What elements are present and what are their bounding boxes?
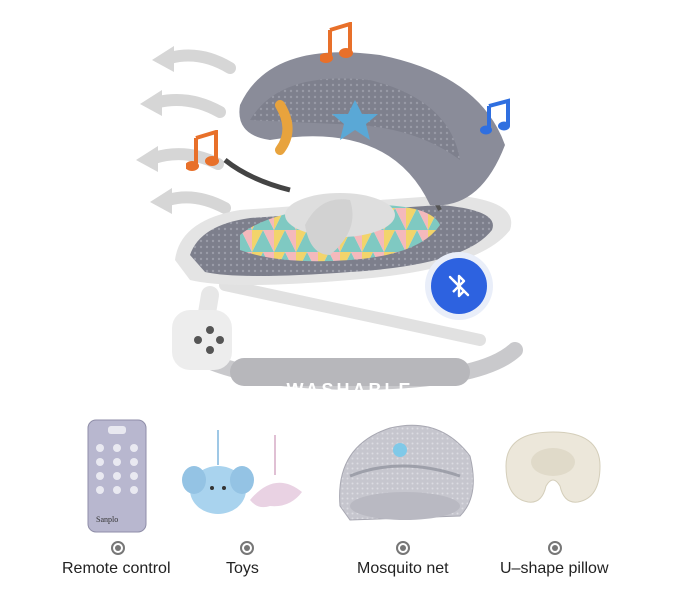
swing-motion-arrow-icon	[164, 49, 236, 74]
bullet-toys	[240, 541, 254, 555]
bluetooth-off-icon	[448, 274, 470, 298]
bluetooth-badge	[431, 258, 487, 314]
music-note-icon	[320, 22, 353, 63]
remote-control-image	[87, 419, 147, 533]
bullet-u-shape-pillow	[548, 541, 562, 555]
music-note-icon	[186, 130, 219, 171]
swing-motion-arrow-icon	[162, 191, 231, 214]
remote-brand: Sanplo	[96, 515, 119, 524]
u-shape-pillow-image	[505, 431, 601, 503]
music-note-icon	[480, 98, 510, 135]
mosquito-net-image	[339, 424, 474, 521]
toys-image	[182, 430, 302, 514]
washable-label: WASHABLE	[286, 379, 414, 400]
label-remote-control: Remote control	[62, 560, 171, 577]
bullet-mosquito-net	[396, 541, 410, 555]
baby-rocker-illustration	[172, 52, 523, 391]
label-u-shape-pillow: U–shape pillow	[500, 560, 609, 577]
swing-motion-arrow-icon	[152, 94, 226, 118]
label-mosquito-net: Mosquito net	[357, 560, 449, 577]
label-toys: Toys	[226, 560, 259, 577]
bullet-remote-control	[111, 541, 125, 555]
